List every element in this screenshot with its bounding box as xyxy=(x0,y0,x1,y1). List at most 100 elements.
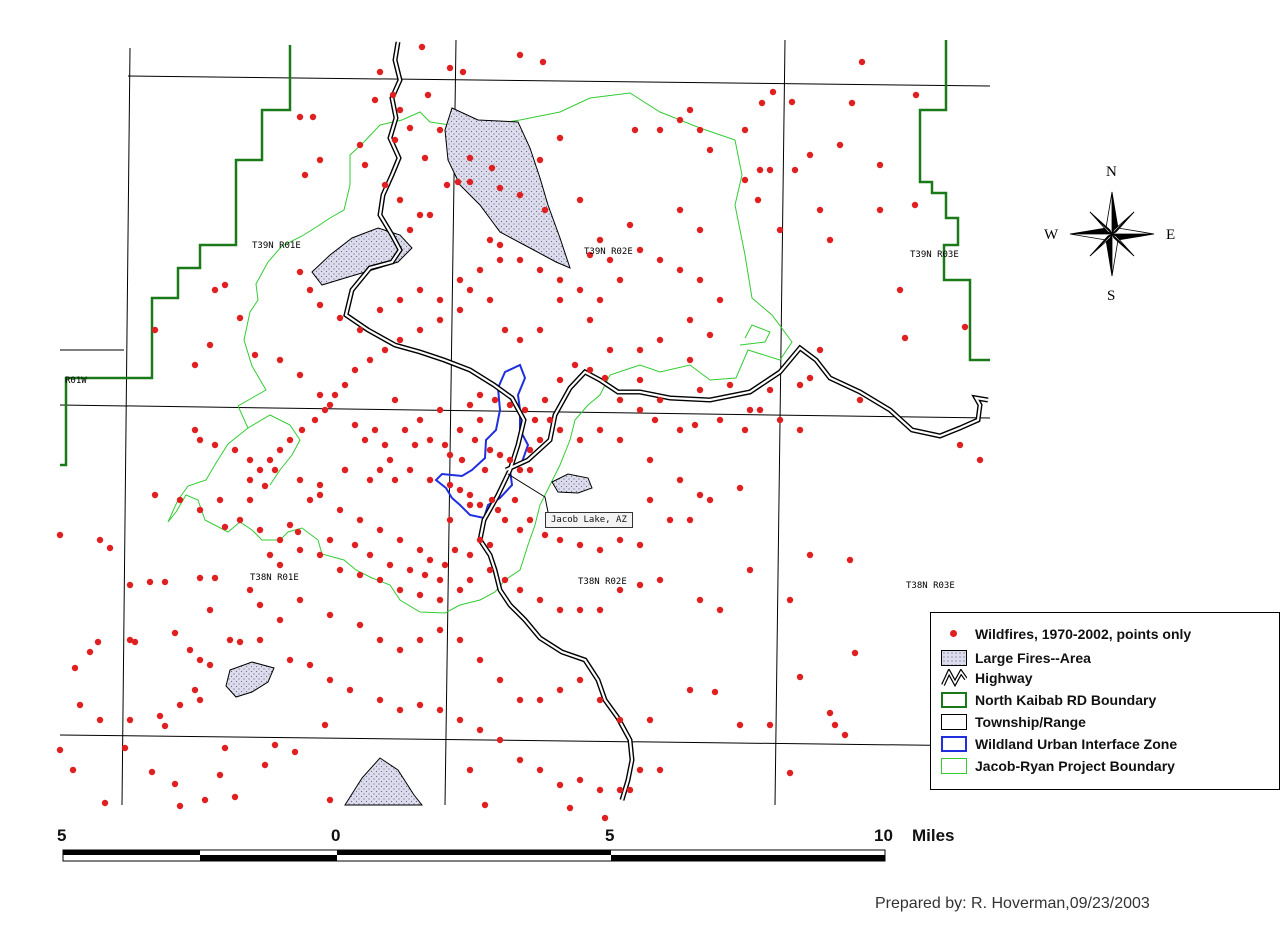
wildfire-point xyxy=(506,401,514,409)
township-label: T39N R01E xyxy=(252,241,301,251)
wildfire-point xyxy=(586,316,594,324)
wildfire-point xyxy=(256,601,264,609)
wildfire-point xyxy=(326,676,334,684)
wildfire-point xyxy=(511,496,519,504)
wildfire-point xyxy=(271,466,279,474)
wildfire-point xyxy=(596,546,604,554)
wildfire-point xyxy=(246,586,254,594)
wildfire-point xyxy=(421,154,429,162)
wildfire-point xyxy=(636,376,644,384)
wildfire-point xyxy=(389,91,397,99)
wildfire-point xyxy=(636,541,644,549)
wildfire-point xyxy=(301,171,309,179)
wildfire-point xyxy=(786,596,794,604)
wildfire-point xyxy=(436,296,444,304)
wildfire-point xyxy=(176,701,184,709)
wildfire-point xyxy=(191,361,199,369)
wildfire-point xyxy=(276,616,284,624)
wildfire-point xyxy=(741,126,749,134)
wildfire-point xyxy=(626,221,634,229)
wildfire-point xyxy=(391,476,399,484)
wildfire-point xyxy=(151,491,159,499)
wildfire-point xyxy=(356,621,364,629)
wildfire-point xyxy=(901,334,909,342)
wildfire-point xyxy=(856,396,864,404)
place-label-jacob-lake: Jacob Lake, AZ xyxy=(545,512,633,528)
wildfire-point xyxy=(776,416,784,424)
wildfire-point xyxy=(741,176,749,184)
wildfire-point xyxy=(351,541,359,549)
wildfire-point xyxy=(516,526,524,534)
wildfire-point xyxy=(426,211,434,219)
wildfire-point xyxy=(826,709,834,717)
wildfire-point xyxy=(396,646,404,654)
wildfire-point-icon xyxy=(941,626,967,642)
wildfire-point xyxy=(226,636,234,644)
wildfire-point xyxy=(961,323,969,331)
wildfire-point xyxy=(316,551,324,559)
wildfire-point xyxy=(296,268,304,276)
legend-label: Wildfires, 1970-2002, points only xyxy=(975,626,1192,642)
wildfire-point xyxy=(126,581,134,589)
wildfire-point xyxy=(656,126,664,134)
scale-segment xyxy=(63,850,200,855)
project-boundary-icon xyxy=(941,758,967,774)
legend-label: Wildland Urban Interface Zone xyxy=(975,736,1178,752)
wildfire-point xyxy=(791,166,799,174)
wildfire-point xyxy=(381,181,389,189)
wildfire-point xyxy=(366,551,374,559)
large-fire-area-icon xyxy=(941,650,967,666)
township-label: R01W xyxy=(65,376,87,386)
wildfire-point xyxy=(206,661,214,669)
wildfire-point xyxy=(206,341,214,349)
wildfire-point xyxy=(376,636,384,644)
wildfire-point xyxy=(526,516,534,524)
wildfire-point xyxy=(71,664,79,672)
wildfire-point xyxy=(376,466,384,474)
wildfire-point xyxy=(476,726,484,734)
wildfire-point xyxy=(476,266,484,274)
wildfire-point xyxy=(216,771,224,779)
wildfire-point xyxy=(576,676,584,684)
wildfire-point xyxy=(541,531,549,539)
wildfire-point xyxy=(351,366,359,374)
wildfire-point xyxy=(488,496,496,504)
wildfire-point xyxy=(256,466,264,474)
wildfire-point xyxy=(616,536,624,544)
wildfire-point xyxy=(276,536,284,544)
wildfire-point xyxy=(546,416,554,424)
large-fire-jacob-lake xyxy=(551,473,593,494)
scale-tick-label: 0 xyxy=(331,826,341,845)
wildfire-point xyxy=(311,416,319,424)
wildfire-point xyxy=(446,64,454,72)
wildfire-point xyxy=(126,636,134,644)
wildfire-point xyxy=(556,781,564,789)
wildfire-point xyxy=(756,406,764,414)
wildfire-point xyxy=(848,99,856,107)
wildfire-point xyxy=(291,748,299,756)
wildfire-point xyxy=(396,536,404,544)
wildfire-point xyxy=(788,98,796,106)
wildfire-point xyxy=(446,481,454,489)
compass-west-label: W xyxy=(1044,227,1059,243)
wildfire-point xyxy=(806,374,814,382)
wildfire-point xyxy=(596,696,604,704)
wildfire-point xyxy=(496,451,504,459)
wildfire-point xyxy=(676,266,684,274)
wildfire-point xyxy=(406,466,414,474)
wildfire-point xyxy=(296,476,304,484)
wildfire-point xyxy=(186,646,194,654)
wildfire-point xyxy=(769,88,777,96)
wildfire-point xyxy=(146,578,154,586)
wildfire-point xyxy=(296,371,304,379)
legend-label: Large Fires--Area xyxy=(975,650,1091,666)
wildfire-point xyxy=(616,586,624,594)
wildfire-point xyxy=(286,436,294,444)
township-label: T39N R03E xyxy=(910,250,959,260)
wildfire-point xyxy=(306,286,314,294)
wildfire-point xyxy=(96,716,104,724)
wildfire-point xyxy=(176,496,184,504)
wildfire-point xyxy=(458,456,466,464)
wildfire-point xyxy=(796,673,804,681)
